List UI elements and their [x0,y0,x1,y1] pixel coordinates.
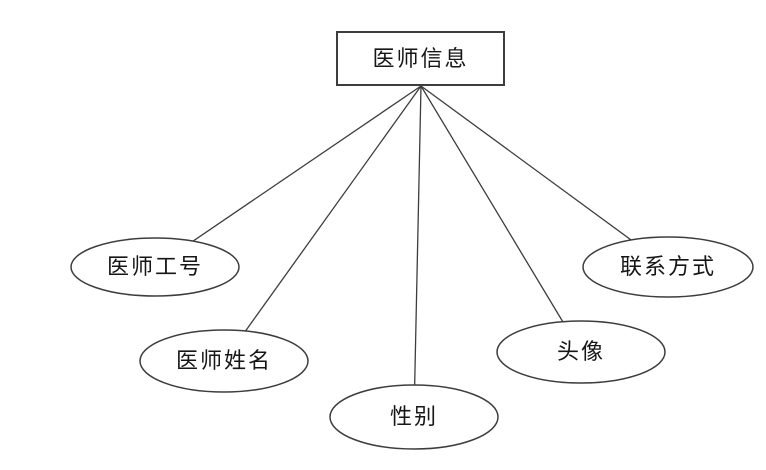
attribute-ellipse [139,329,309,393]
attribute-ellipse [496,320,666,384]
connector-line [420,85,582,353]
connector-line [413,85,422,418]
attribute-ellipse [70,237,240,297]
attribute-ellipse [582,236,754,298]
connector-line [154,85,422,268]
attribute-ellipse [329,384,499,450]
connector-line [223,85,422,362]
connector-line [420,85,669,268]
entity-box [336,31,505,86]
